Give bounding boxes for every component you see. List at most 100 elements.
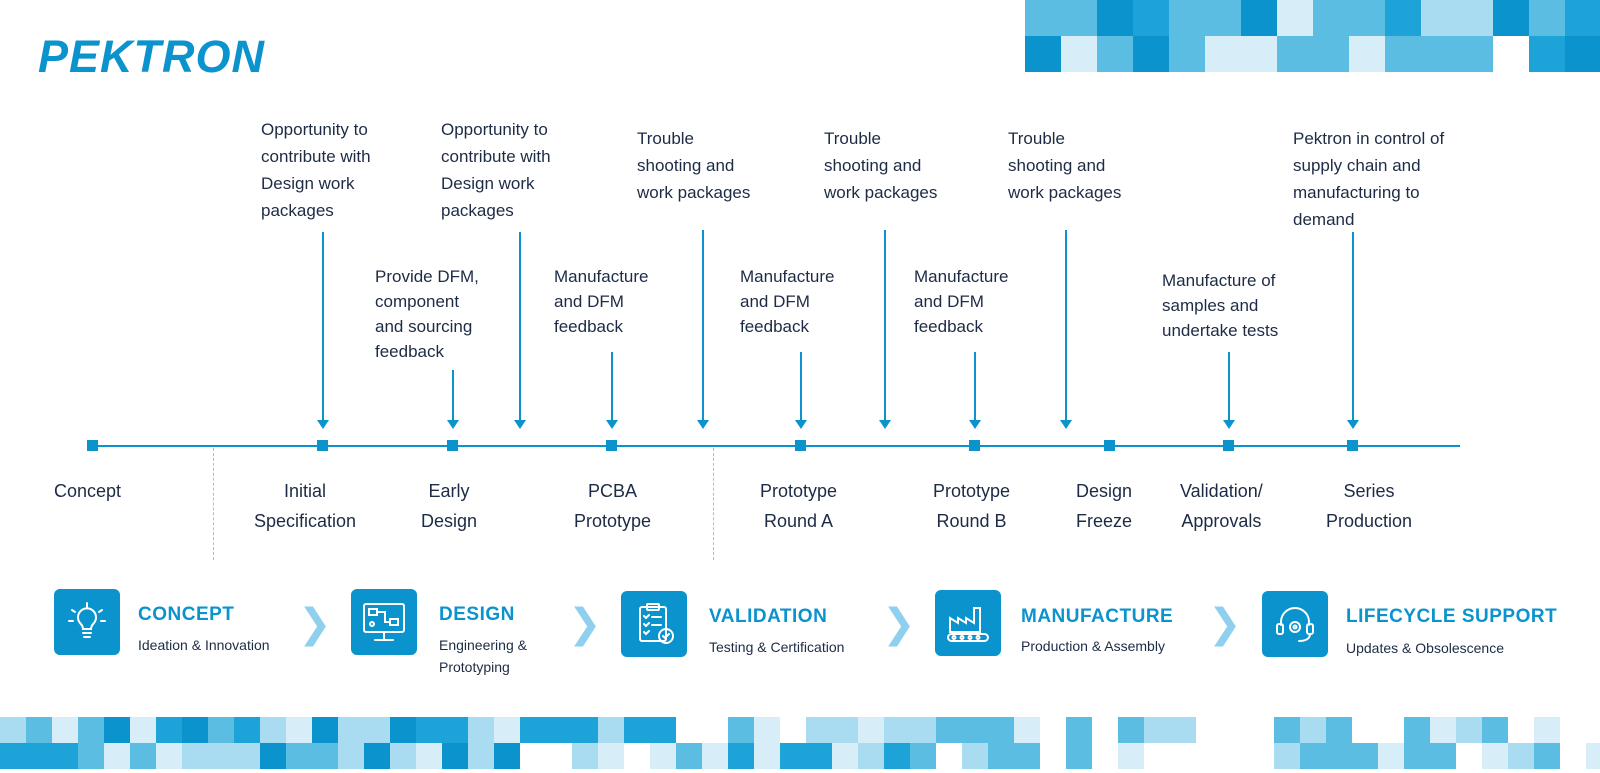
- mosaic-tile: [1560, 743, 1586, 769]
- mosaic-tile: [1313, 0, 1349, 36]
- mosaic-tile: [1061, 0, 1097, 36]
- mosaic-tile: [1092, 743, 1118, 769]
- mosaic-tile: [1378, 717, 1404, 743]
- mosaic-tile: [1277, 0, 1313, 36]
- mosaic-tile: [104, 743, 130, 769]
- clipboard-check-icon: [621, 591, 687, 657]
- mosaic-tile: [1430, 717, 1456, 743]
- mosaic-tile: [1493, 0, 1529, 36]
- phase-divider-2: [713, 448, 714, 560]
- mosaic-tile: [988, 717, 1014, 743]
- mosaic-tile: [1586, 717, 1600, 743]
- mosaic-tile: [1326, 717, 1352, 743]
- mosaic-tile: [1508, 717, 1534, 743]
- mosaic-tile: [364, 743, 390, 769]
- mosaic-tile: [260, 717, 286, 743]
- mosaic-tile: [338, 743, 364, 769]
- phase-title-concept: CONCEPT: [138, 604, 235, 625]
- mosaic-tile: [572, 717, 598, 743]
- mosaic-tile: [1313, 36, 1349, 72]
- decorative-pixel-mosaic-bottom: [0, 717, 1600, 769]
- mosaic-tile: [1144, 743, 1170, 769]
- mosaic-tile: [650, 717, 676, 743]
- decorative-pixel-mosaic-top: [1025, 0, 1600, 72]
- arrow-to-pcba-prototype: [606, 352, 618, 429]
- mosaic-tile: [1248, 717, 1274, 743]
- mosaic-tile: [1118, 717, 1144, 743]
- lightbulb-icon: [54, 589, 120, 655]
- arrow-to-initial-specification: [317, 232, 329, 429]
- mosaic-tile: [936, 743, 962, 769]
- mosaic-tile: [1404, 743, 1430, 769]
- mosaic-tile: [26, 743, 52, 769]
- mosaic-tile: [1205, 0, 1241, 36]
- mosaic-tile: [780, 743, 806, 769]
- mosaic-tile: [1457, 36, 1493, 72]
- mosaic-tile: [1534, 743, 1560, 769]
- mosaic-tile: [468, 717, 494, 743]
- phase-subtitle-validation: Testing & Certification: [709, 639, 845, 655]
- mosaic-tile: [676, 743, 702, 769]
- mosaic-tile: [728, 743, 754, 769]
- mosaic-tile: [182, 743, 208, 769]
- mosaic-tile: [676, 717, 702, 743]
- mosaic-tile: [442, 743, 468, 769]
- mosaic-tile: [1529, 36, 1565, 72]
- mosaic-tile: [858, 743, 884, 769]
- arrow-to-prototype-round-a: [795, 352, 807, 429]
- timeline-line: [92, 445, 1460, 447]
- mosaic-tile: [1300, 717, 1326, 743]
- stage-validation-approvals: Validation/Approvals: [1180, 481, 1263, 531]
- mosaic-tile: [1560, 717, 1586, 743]
- mosaic-tile: [1456, 717, 1482, 743]
- mosaic-tile: [832, 743, 858, 769]
- arrow-to-prototype-round-b: [969, 352, 981, 429]
- monitor-schematic-icon: [351, 589, 417, 655]
- mosaic-tile: [572, 743, 598, 769]
- mosaic-tile: [1482, 717, 1508, 743]
- headset-gear-icon: [1262, 591, 1328, 657]
- mosaic-tile: [1534, 717, 1560, 743]
- mosaic-tile: [1222, 717, 1248, 743]
- mosaic-tile: [520, 743, 546, 769]
- mosaic-tile: [728, 717, 754, 743]
- mosaic-tile: [208, 717, 234, 743]
- mosaic-tile: [1040, 717, 1066, 743]
- mosaic-tile: [494, 743, 520, 769]
- arrow-to-validation: [1223, 352, 1235, 429]
- phase-title-manufacture: MANUFACTURE: [1021, 606, 1174, 627]
- mosaic-tile: [754, 717, 780, 743]
- mosaic-tile: [1352, 743, 1378, 769]
- mosaic-tile: [1565, 0, 1600, 36]
- mosaic-tile: [1326, 743, 1352, 769]
- mosaic-tile: [1170, 717, 1196, 743]
- mosaic-tile: [52, 743, 78, 769]
- mosaic-tile: [1205, 36, 1241, 72]
- mosaic-tile: [1196, 743, 1222, 769]
- mosaic-tile: [988, 743, 1014, 769]
- mosaic-tile: [1025, 0, 1061, 36]
- mosaic-tile: [390, 717, 416, 743]
- milestone-marker-prototype-round-a: [795, 440, 806, 451]
- mosaic-tile: [364, 717, 390, 743]
- mosaic-tile: [1385, 36, 1421, 72]
- mosaic-tile: [1430, 743, 1456, 769]
- mosaic-tile: [1097, 0, 1133, 36]
- mosaic-tile: [1025, 36, 1061, 72]
- mosaic-tile: [1170, 743, 1196, 769]
- mosaic-tile: [702, 743, 728, 769]
- mosaic-tile: [546, 743, 572, 769]
- milestone-marker-concept: [87, 440, 98, 451]
- mosaic-tile: [1349, 0, 1385, 36]
- mosaic-tile: [1169, 0, 1205, 36]
- mosaic-tile: [1493, 36, 1529, 72]
